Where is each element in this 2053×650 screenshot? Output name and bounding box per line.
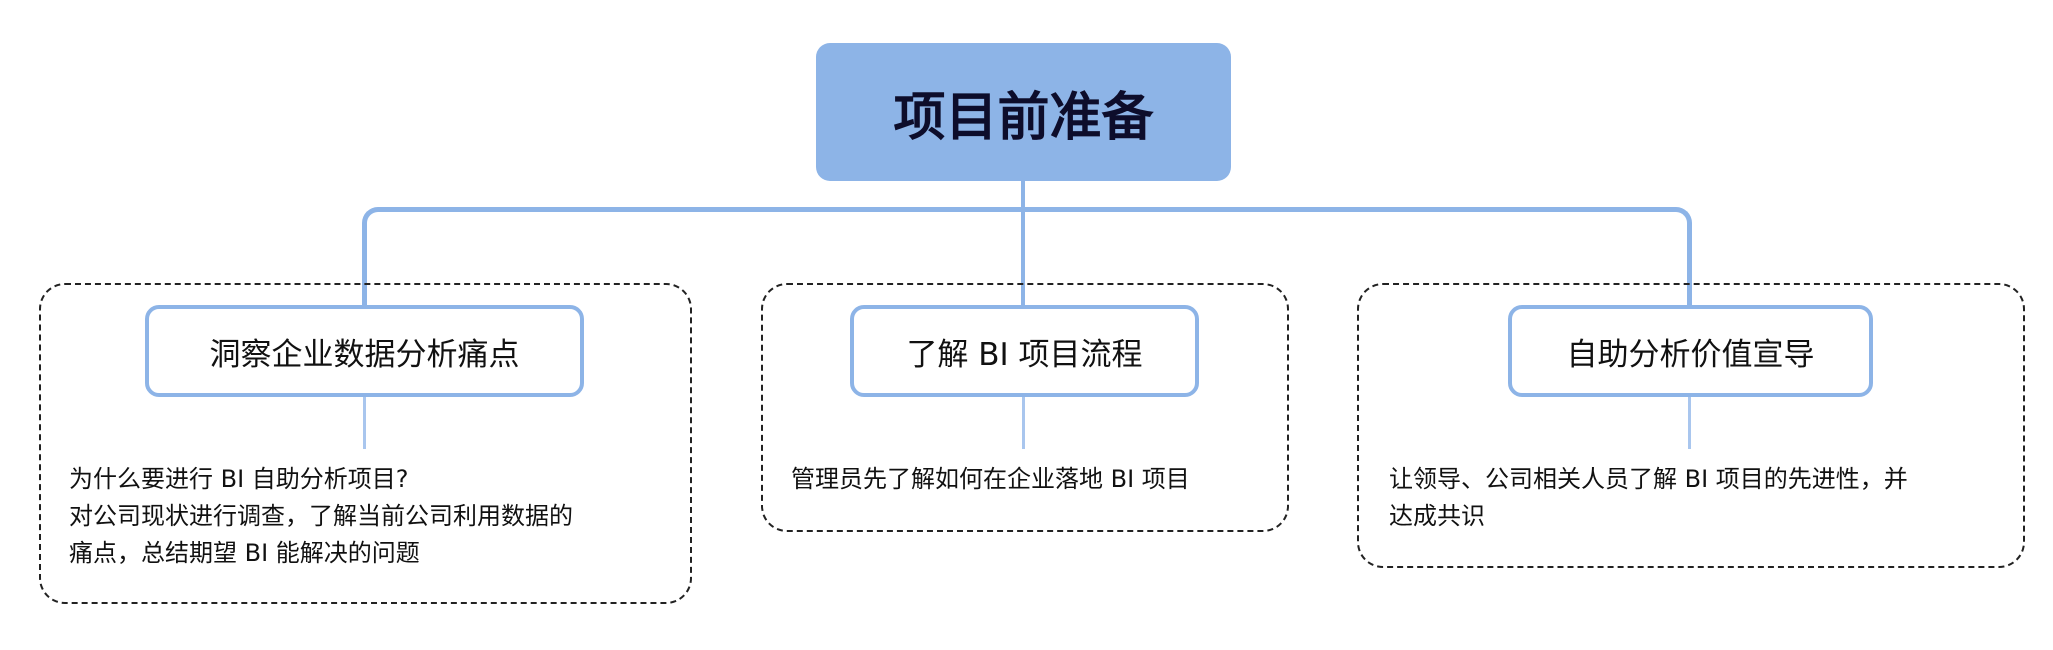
root-node: 项目前准备 — [816, 43, 1231, 181]
group-box-2 — [761, 283, 1289, 532]
description-line: 对公司现状进行调查，了解当前公司利用数据的 — [69, 502, 573, 530]
group-box-1 — [39, 283, 692, 604]
branch-title: 自助分析价值宣导 — [1566, 336, 1815, 373]
description-line: 痛点，总结期望 BI 能解决的问题 — [69, 539, 420, 567]
stub-line-2 — [1022, 397, 1025, 449]
branch-node-3: 自助分析价值宣导 — [1508, 305, 1873, 397]
branch-description-3: 让领导、公司相关人员了解 BI 项目的先进性，并 达成共识 — [1389, 461, 1908, 535]
branch-description-2: 管理员先了解如何在企业落地 BI 项目 — [791, 461, 1190, 498]
description-line: 让领导、公司相关人员了解 BI 项目的先进性，并 — [1389, 465, 1908, 493]
stub-line-3 — [1688, 397, 1691, 449]
description-line: 为什么要进行 BI 自助分析项目? — [69, 465, 409, 493]
group-box-3 — [1357, 283, 2025, 568]
branch-description-1: 为什么要进行 BI 自助分析项目? 对公司现状进行调查，了解当前公司利用数据的 … — [69, 461, 573, 572]
branch-title: 洞察企业数据分析痛点 — [209, 336, 520, 373]
root-title: 项目前准备 — [893, 87, 1154, 148]
branch-title: 了解 BI 项目流程 — [906, 336, 1143, 373]
connector-left — [362, 240, 367, 305]
description-line: 管理员先了解如何在企业落地 BI 项目 — [791, 465, 1190, 493]
connector-right — [1687, 240, 1692, 305]
description-line: 达成共识 — [1389, 502, 1485, 530]
branch-node-2: 了解 BI 项目流程 — [850, 305, 1199, 397]
connector-root-vertical — [1021, 181, 1025, 305]
branch-node-1: 洞察企业数据分析痛点 — [145, 305, 584, 397]
connector-horizontal — [362, 207, 1692, 247]
stub-line-1 — [363, 397, 366, 449]
